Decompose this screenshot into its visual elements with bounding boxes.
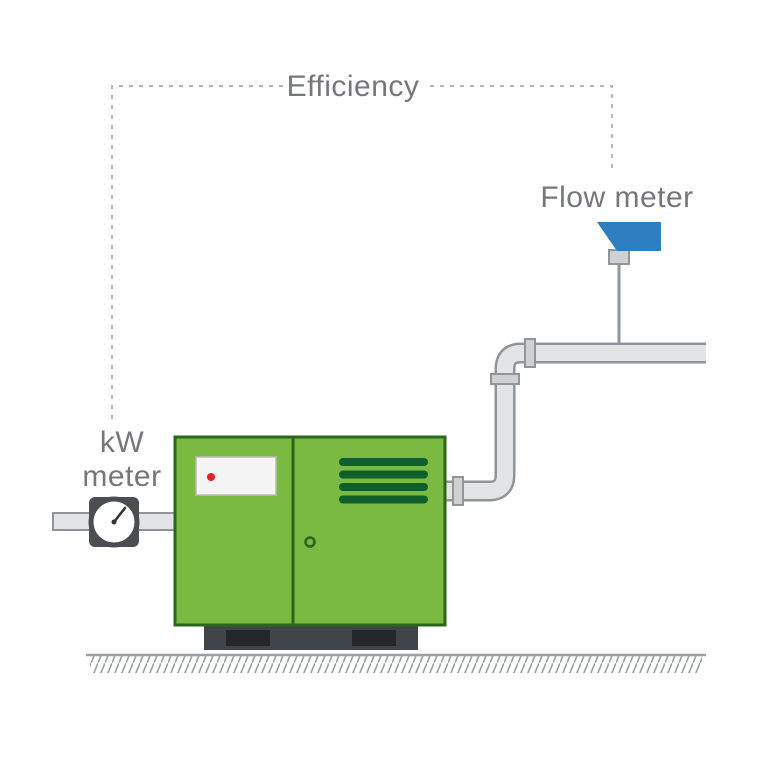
pipe-flange-outlet [452,476,464,506]
base-foot-left [226,630,270,646]
compressor-icon [173,435,447,627]
flow-meter-icon [597,222,661,265]
gauge-needle [112,506,127,524]
compressor-base [204,624,418,650]
vent-grille [339,458,428,504]
flow-meter-label: Flow meter [540,181,693,214]
pipe-flange-vertical [490,373,520,385]
base-foot-right [352,630,396,646]
flow-meter-stem [608,249,630,265]
kw-meter-label-line2: meter [82,460,161,493]
discharge-pipe-outline [443,342,706,502]
vent-bar [339,458,428,466]
ground-hatching [90,656,702,673]
power-indicator-dot [207,473,215,481]
efficiency-label: Efficiency [287,70,420,103]
dashed-connector-left [111,85,283,420]
control-display [195,456,277,496]
discharge-pipe-core [443,345,706,499]
vent-bar [339,483,428,491]
vent-bar [339,495,428,504]
flow-meter-head [597,222,661,251]
gauge-pivot [111,519,117,525]
vent-bar [339,470,428,479]
discharge-pipe [443,338,706,506]
door-handle [304,536,316,548]
dashed-connector-right [430,85,613,168]
kw-meter-gauge-icon [88,496,140,548]
kw-meter-label-line1: kW [100,426,145,459]
ground [86,653,706,673]
pipe-flange-top [524,338,536,368]
